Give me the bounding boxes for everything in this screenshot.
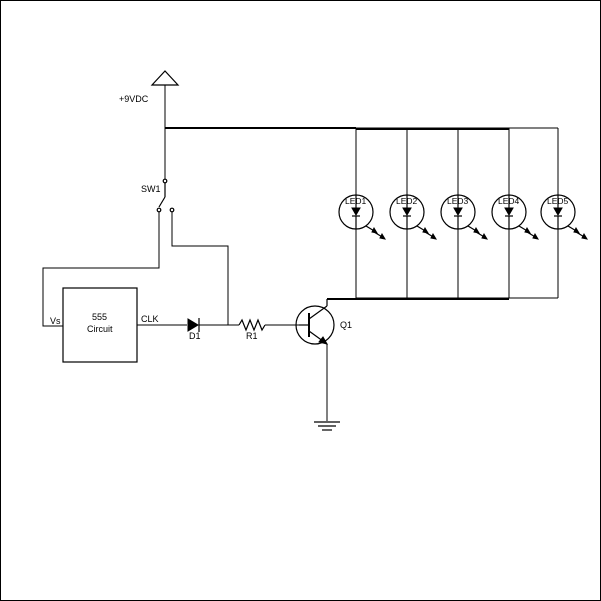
ic-label-circuit: Circuit	[87, 324, 113, 334]
led-4: LED4	[491, 128, 540, 298]
led-label-3: LED3	[447, 196, 469, 206]
led-label-4: LED4	[498, 196, 520, 206]
resistor-label: R1	[246, 331, 258, 341]
led-3: LED3	[440, 128, 489, 298]
vs-label: Vs	[50, 316, 61, 326]
switch-sw1	[156, 178, 175, 213]
wire-sw-to-vs	[42, 212, 160, 327]
diode-label: D1	[189, 331, 201, 341]
supply-symbol	[150, 70, 180, 179]
led-label-5: LED5	[547, 196, 569, 206]
ic-label-555: 555	[92, 312, 107, 322]
clk-label: CLK	[141, 314, 159, 324]
led-1: LED1	[338, 128, 387, 298]
led-label-2: LED2	[396, 196, 418, 206]
led-2: LED2	[389, 128, 438, 298]
transistor-q1	[295, 299, 335, 345]
ground-symbol	[314, 421, 340, 431]
resistor-r1	[238, 318, 266, 332]
transistor-label: Q1	[340, 320, 352, 330]
diode-d1	[187, 318, 200, 332]
supply-label: +9VDC	[119, 94, 149, 104]
wire-sw-to-node	[171, 212, 229, 325]
led-label-1: LED1	[345, 196, 367, 206]
led-array: LED1 LED2 LED3 LED4 LED5	[338, 128, 589, 298]
led-5: LED5	[540, 128, 589, 298]
switch-label: SW1	[141, 184, 161, 194]
